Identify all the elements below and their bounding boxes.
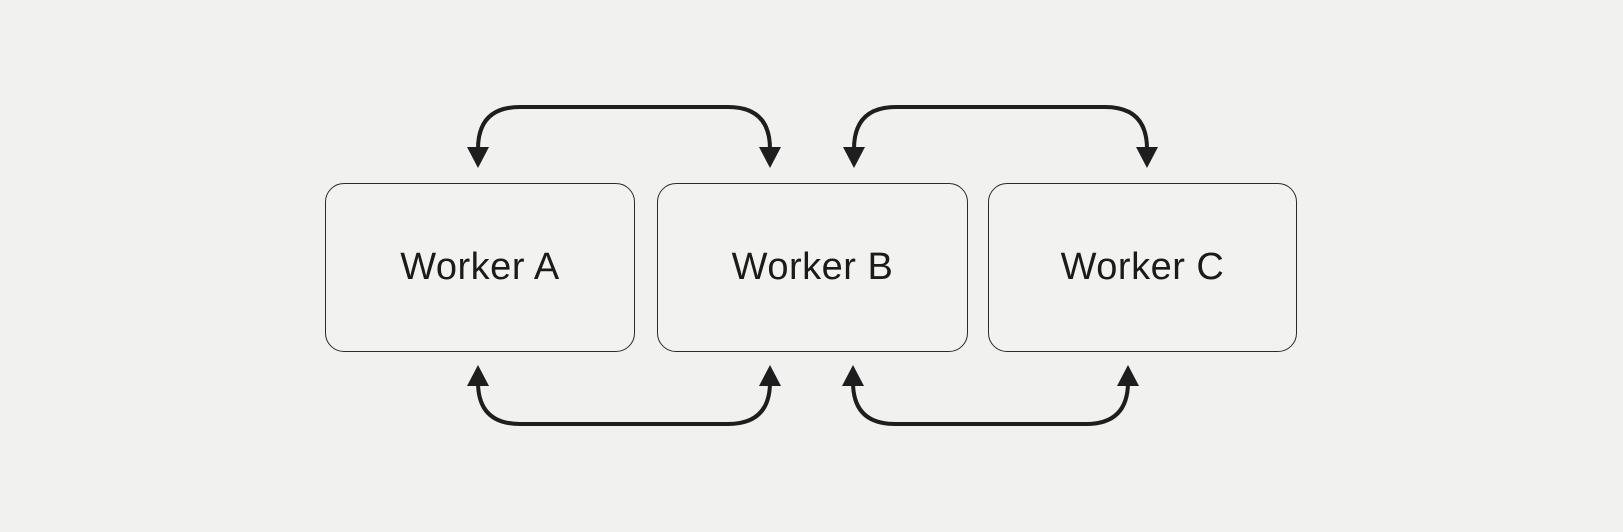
arrowhead-up-icon [842,365,864,386]
arrow-a-b-bottom-line [476,381,772,426]
arrow-a-b-top-line [476,105,772,152]
arrowhead-down-icon [843,147,865,168]
worker-c-node: Worker C [988,183,1297,352]
arrowhead-up-icon [1117,365,1139,386]
arrowhead-down-icon [467,147,489,168]
arrow-a-b-bottom [467,365,781,426]
arrowhead-down-icon [759,147,781,168]
arrowhead-down-icon [1136,147,1158,168]
worker-b-label: Worker B [731,246,894,288]
arrow-b-c-bottom [842,365,1139,426]
worker-a-label: Worker A [400,246,560,288]
worker-c-label: Worker C [1060,246,1225,288]
worker-a-node: Worker A [325,183,635,352]
worker-b-node: Worker B [657,183,968,352]
arrowhead-up-icon [467,365,489,386]
arrowhead-up-icon [759,365,781,386]
arrow-b-c-bottom-line [851,381,1130,426]
arrow-b-c-top [843,105,1158,168]
arrow-b-c-top-line [852,105,1149,152]
arrow-a-b-top [467,105,781,168]
